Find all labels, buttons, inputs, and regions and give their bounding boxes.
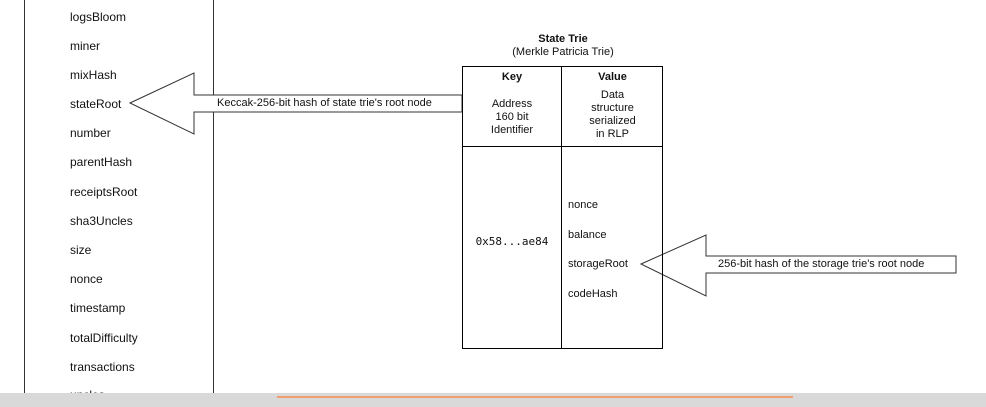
key-column-header: Key	[501, 71, 523, 83]
account-address-key: 0x58...ae84	[475, 235, 549, 248]
bottom-scrollbar-thumb[interactable]	[277, 396, 793, 398]
header-field-logsbloom: logsBloom	[70, 10, 127, 24]
account-field-nonce: nonce	[568, 199, 598, 211]
state-trie-table	[462, 66, 663, 349]
value-description-line: structure	[591, 102, 634, 114]
header-field-mixhash: mixHash	[70, 68, 117, 82]
state-trie-title: State Trie	[538, 33, 588, 45]
state-trie-row-divider	[462, 146, 663, 147]
value-column-description: Data structure serialized in RLP	[562, 89, 663, 141]
header-field-nonce: nonce	[70, 272, 103, 286]
header-field-stateroot: stateRoot	[70, 97, 122, 111]
header-panel-right-border	[213, 0, 214, 395]
value-description-line: Data	[600, 89, 625, 101]
key-description-line: Address	[491, 98, 533, 110]
state-trie-column-divider	[561, 66, 562, 349]
header-field-receiptsroot: receiptsRoot	[70, 185, 138, 199]
account-field-balance: balance	[568, 229, 607, 241]
key-column-description: Address 160 bit Identifier	[462, 98, 562, 137]
account-field-codehash: codeHash	[568, 288, 618, 300]
state-trie-subtitle: (Merkle Patricia Trie)	[512, 46, 614, 58]
storage-root-arrow	[639, 234, 957, 297]
value-column-header: Value	[598, 71, 627, 83]
value-description-line: serialized	[589, 115, 636, 127]
header-field-size: size	[70, 243, 92, 257]
storage-root-arrow-label: 256-bit hash of the storage trie's root …	[718, 258, 925, 270]
header-field-totaldifficulty: totalDifficulty	[70, 331, 138, 345]
account-field-storageroot: storageRoot	[568, 258, 628, 270]
header-field-miner: miner	[70, 39, 101, 53]
key-description-line: Identifier	[490, 124, 534, 136]
header-field-timestamp: timestamp	[70, 301, 126, 315]
header-field-sha3uncles: sha3Uncles	[70, 214, 133, 228]
header-panel-left-border	[24, 0, 25, 395]
value-description-line: in RLP	[595, 128, 630, 140]
key-description-line: 160 bit	[495, 111, 529, 123]
state-root-arrow-label: Keccak-256-bit hash of state trie's root…	[217, 97, 432, 109]
header-field-transactions: transactions	[70, 360, 135, 374]
header-field-number: number	[70, 126, 111, 140]
header-field-parenthash: parentHash	[70, 155, 133, 169]
